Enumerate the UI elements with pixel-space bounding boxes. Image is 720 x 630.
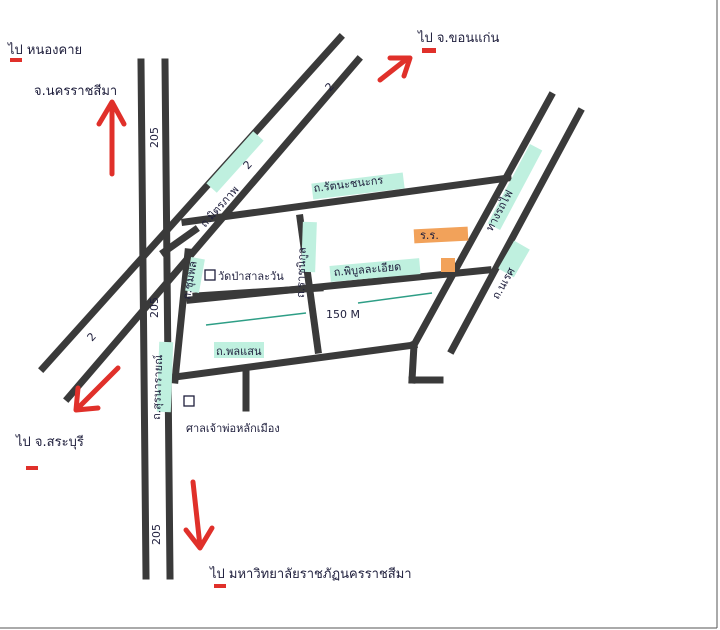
road-left: [171, 248, 192, 384]
road-mid: [186, 266, 492, 304]
label-distance: 150 M: [326, 308, 360, 321]
arrow-northeast: [377, 55, 413, 83]
label-korat-top: จ.นครราชสีมา: [34, 83, 117, 99]
label-phonsaen: ถ.พลแสน: [216, 345, 262, 358]
label-route205-mid: 205: [148, 297, 161, 318]
label-building: ร.ร.: [420, 229, 439, 242]
road-top-link: [159, 225, 200, 257]
label-bg-right: [498, 240, 530, 278]
university-mark: [214, 584, 226, 588]
saraburi-mark: [26, 466, 38, 470]
label-khon-kaen: ไป จ.ขอนแก่น: [417, 30, 500, 46]
highway-2-road-a: [38, 33, 345, 373]
label-route205-bottom: 205: [150, 524, 163, 545]
label-bg-rail: [487, 143, 543, 231]
label-bg-cross: [301, 221, 317, 273]
label-route2-c: 2: [85, 330, 99, 344]
road-bottom: [164, 341, 418, 382]
label-shrine: ศาลเจ้าพ่อหลักเมือง: [186, 422, 280, 435]
label-bg-sura: [156, 341, 174, 413]
khon-kaen-mark: [422, 48, 436, 53]
arrow-southwest: [73, 365, 121, 413]
label-bg-bottom: [214, 342, 264, 358]
label-bg-left: [185, 257, 205, 293]
label-temple: วัดป่าสาละวัน: [218, 270, 284, 283]
destination-marker: [441, 258, 455, 272]
label-nong-khai: ไป หนองคาย: [7, 42, 82, 58]
label-road-center: ถ.ราชนิกูล: [294, 247, 309, 298]
label-route205-top: 205: [148, 127, 161, 148]
measure-line-right: [357, 292, 433, 304]
label-phibun: ถ.พิบูลละเอียด: [333, 260, 402, 279]
route-205-road-a: [137, 58, 150, 580]
label-sura: ถ.สุรนารายณ์: [150, 354, 165, 420]
nong-khai-mark: [10, 58, 22, 62]
arrow-south: [183, 479, 215, 551]
road-bottom-spur: [408, 341, 418, 384]
label-route2-b: 2: [241, 158, 255, 172]
shrine-icon: [183, 395, 195, 407]
label-bg-mittraphap: [206, 131, 264, 193]
arrow-north: [96, 99, 127, 177]
railway-left: [409, 91, 556, 350]
railway-right: [447, 107, 585, 355]
measure-line-left: [205, 312, 307, 326]
label-bg-mid: [329, 258, 421, 282]
temple-icon: [204, 269, 216, 281]
route-205-road-b: [161, 58, 174, 580]
label-bg-top: [311, 172, 405, 200]
label-saraburi: ไป จ.สระบุรี: [15, 434, 84, 450]
label-university: ไป มหาวิทยาลัยราชภัฏนครราชสีมา: [209, 566, 412, 582]
road-top: [181, 174, 512, 226]
highway-2-road-b: [63, 55, 363, 403]
destination-box: [413, 226, 469, 244]
